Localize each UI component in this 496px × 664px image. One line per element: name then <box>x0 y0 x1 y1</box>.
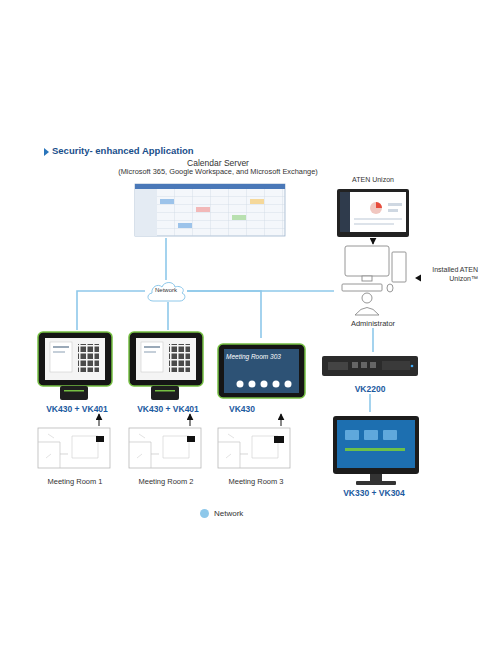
callout-arrow <box>415 275 421 282</box>
unizon-screen-illustration <box>337 189 409 237</box>
node-label: VK2200 <box>318 384 422 394</box>
callout-note: Installed ATEN Unizon™ <box>426 266 478 284</box>
device-box: VK330 + VK304 <box>326 412 422 498</box>
pointer-arrow <box>190 414 191 426</box>
pointer-arrow <box>281 414 282 426</box>
title-marker <box>44 148 49 156</box>
legend-entry: Network <box>200 509 243 518</box>
wall-panel-icon <box>187 436 195 442</box>
node-label: ATEN Unizon <box>334 176 412 184</box>
node-label: VK430 <box>215 404 307 414</box>
room-plan <box>218 428 290 468</box>
device-box: VK2200 <box>318 352 422 394</box>
legend-label: Network <box>214 509 243 518</box>
device-box: VK430 + VK401 <box>126 330 210 414</box>
diagram-title: Security- enhanced Application <box>52 145 194 156</box>
calendar-illustration <box>135 184 285 236</box>
node-label: Administrator <box>334 319 412 328</box>
screen-text: Meeting Room 303 <box>226 353 298 361</box>
legend-swatch <box>200 509 209 518</box>
calendar-server: Calendar Server(Microsoft 365, Google Wo… <box>103 158 333 238</box>
vk430-vk401-illustration <box>38 332 112 400</box>
network-line <box>187 291 261 338</box>
node-label: Calendar Server <box>103 158 333 168</box>
node-label: VK430 + VK401 <box>35 404 119 414</box>
wall-panel-icon <box>274 436 284 443</box>
node-label: Network <box>145 287 187 294</box>
node-subtitle: (Microsoft 365, Google Workspace, and Mi… <box>103 168 333 177</box>
network-line <box>165 238 167 280</box>
meeting-room: Meeting Room 1 <box>35 426 115 486</box>
wall-panel-icon <box>96 436 104 442</box>
node-label: Meeting Room 1 <box>35 477 115 486</box>
vk2200-illustration <box>322 356 418 376</box>
vk430-illustration <box>218 344 305 398</box>
room-plan <box>129 428 201 468</box>
network-cloud: Network <box>145 280 187 302</box>
node-label: VK330 + VK304 <box>326 488 422 498</box>
vk330-illustration <box>333 416 419 485</box>
node-label: Meeting Room 2 <box>126 477 206 486</box>
node-label: Meeting Room 3 <box>215 477 297 486</box>
node-label: VK430 + VK401 <box>126 404 210 414</box>
meeting-room: Meeting Room 2 <box>126 426 206 486</box>
workstation-illustration <box>342 246 406 315</box>
meeting-room: Meeting Room 3 <box>215 426 297 486</box>
management-screen: ATEN Unizon <box>334 176 412 238</box>
network-line <box>187 290 334 292</box>
network-line <box>372 328 374 352</box>
device-box: VK430 <box>215 338 307 414</box>
vk430-vk401-illustration <box>129 332 203 400</box>
pointer-arrow <box>373 238 374 244</box>
network-line <box>77 291 145 330</box>
pointer-arrow <box>99 414 100 426</box>
device-box: VK430 + VK401 <box>35 330 119 414</box>
admin-workstation: Administrator <box>334 244 412 328</box>
network-line <box>167 302 169 330</box>
network-line <box>369 394 371 412</box>
room-plan <box>38 428 110 468</box>
